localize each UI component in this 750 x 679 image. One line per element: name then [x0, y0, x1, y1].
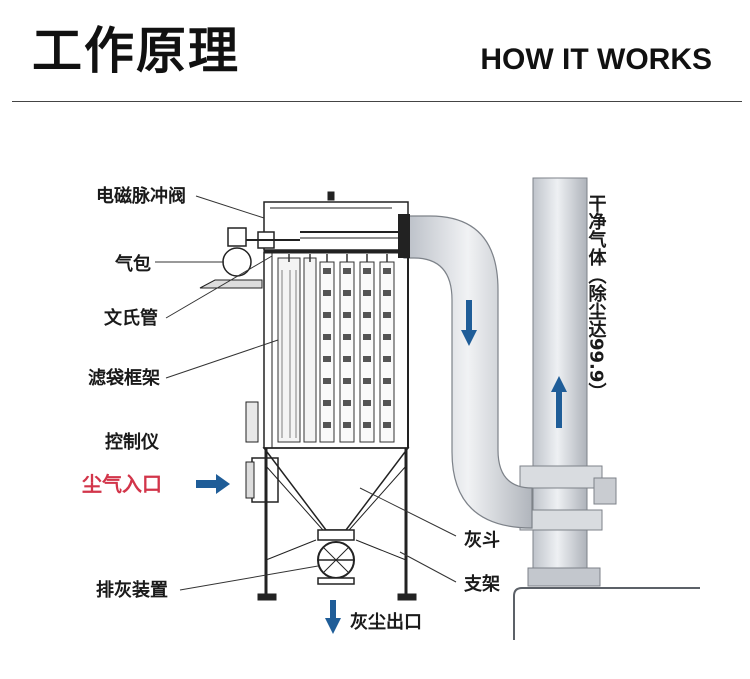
label-ash-hopper: 灰斗	[464, 529, 500, 551]
label-discharge: 排灰装置	[96, 579, 168, 601]
discharge-valve-icon	[317, 529, 355, 585]
exhaust-stack	[519, 177, 617, 587]
flow-arrow-up-icon	[551, 376, 567, 428]
label-filter-frame: 滤袋框架	[88, 367, 160, 389]
label-clean-gas: 干净气体（除尘达99.9）	[586, 194, 608, 400]
air-bag-assembly	[199, 227, 300, 289]
filter-bag-cage	[277, 257, 317, 443]
flow-arrow-down-icon	[461, 300, 477, 346]
label-controller: 控制仪	[105, 431, 160, 453]
label-ash-outlet: 灰尘出口	[350, 611, 422, 633]
ground-base	[513, 587, 700, 640]
label-dust-inlet: 尘气入口	[82, 472, 162, 496]
label-venturi: 文氏管	[104, 307, 158, 329]
filter-bags	[288, 254, 395, 443]
page-title: 工作原理	[32, 22, 240, 80]
inlet-arrow-icon	[196, 474, 230, 494]
header: 工作原理 HOW IT WORKS	[0, 0, 750, 104]
label-support: 支架	[463, 573, 500, 595]
label-solenoid-valve: 电磁脉冲阀	[96, 185, 186, 207]
ash-outlet-arrow-icon	[325, 600, 341, 634]
outlet-duct	[398, 214, 533, 529]
label-air-bag: 气包	[114, 253, 151, 275]
leader-lines	[155, 195, 457, 591]
header-divider	[12, 101, 742, 102]
page-subtitle-en: HOW IT WORKS	[480, 43, 712, 76]
collector-housing	[245, 191, 417, 601]
